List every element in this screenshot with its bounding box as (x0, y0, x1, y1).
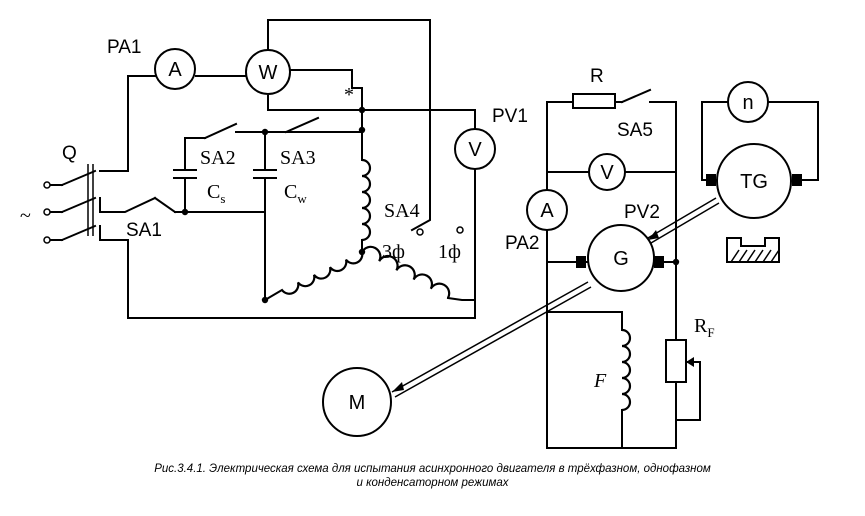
switch-q-blade-2 (60, 196, 97, 214)
sa5-blade (620, 88, 652, 104)
wattmeter-w-circle (245, 49, 291, 95)
right-rail (649, 101, 677, 449)
wattmeter-w-symbol: W (259, 62, 278, 84)
caption-line-1: Рис.3.4.1. Электрическая схема для испыт… (154, 463, 711, 475)
label-q: Q (62, 143, 77, 164)
sa2-blade (203, 122, 238, 140)
rf-wiper-arrow (686, 357, 694, 367)
field-winding (621, 328, 632, 412)
tachogenerator-tg-circle (716, 143, 792, 219)
label-f: F (593, 370, 607, 392)
sa4-contact-1f (456, 226, 464, 234)
sa4-top-wire (267, 19, 431, 232)
g-brush-left (576, 256, 586, 268)
label-pa1: PA1 (107, 37, 142, 58)
supply-terminal-1 (43, 181, 51, 189)
phase2-wire (99, 196, 157, 213)
ammeter-pa1-circle (154, 48, 196, 90)
w-current-out (289, 69, 363, 89)
coupling-hatch (770, 249, 780, 263)
shaft-g-tg-2 (650, 202, 720, 244)
tachogenerator-tg-symbol: TG (740, 171, 768, 193)
winding-b-lead (263, 288, 284, 302)
winding-a (361, 158, 372, 242)
label-pv1: PV1 (492, 106, 528, 127)
label-sa3: SA3 (280, 147, 316, 169)
label-sa4: SA4 (384, 200, 420, 222)
label-pv2: PV2 (624, 202, 660, 223)
components (43, 88, 802, 392)
voltmeter-pv1-circle (454, 128, 496, 170)
label-pa2: PA2 (505, 233, 540, 254)
label-sa2: SA2 (200, 147, 236, 169)
ammeter-pa2-symbol: A (540, 200, 554, 222)
voltmeter-pv2-circle (588, 153, 626, 191)
resistor-r (572, 93, 616, 109)
tg-brush-left (706, 174, 716, 186)
motor-m-symbol: M (349, 392, 366, 414)
speed-meter-n-circle (727, 81, 769, 123)
tg-brush-right (792, 174, 802, 186)
shaft-m-g-1 (391, 281, 589, 393)
winding-c-lead (446, 296, 476, 301)
shaft-arrow-g (648, 230, 659, 240)
ammeter-pa2-circle (526, 189, 568, 231)
supply-terminal-3 (43, 236, 51, 244)
generator-g-symbol: G (613, 248, 629, 270)
supply-symbol: ~ (20, 205, 31, 227)
shaft-arrow-m (392, 382, 404, 392)
coupling-hatch (762, 249, 772, 263)
label-rf: RF (694, 315, 715, 340)
junction-rf (672, 258, 680, 266)
winding-c (361, 245, 451, 299)
sa3-blade (284, 116, 320, 134)
voltmeter-pv1-symbol: V (468, 139, 482, 161)
label-1phase: 1ф (438, 241, 461, 263)
motor-m-circle (322, 367, 392, 437)
sa1-stub (153, 196, 177, 214)
caption-line-2: и конденсаторном режимах (356, 477, 509, 489)
label-sa1: SA1 (126, 220, 162, 241)
coupling-hatch (754, 249, 764, 263)
n-right (789, 101, 819, 181)
label-cs: Cs (207, 181, 225, 206)
label-3phase: 3ф (382, 241, 405, 263)
label-star: * (344, 84, 354, 106)
meters: A W V V A G TG nM (154, 48, 792, 437)
coupling-hatch (730, 249, 740, 263)
voltmeter-pv2-symbol: V (600, 162, 614, 184)
sa4-contact-3f (416, 228, 424, 236)
ammeter-pa1-symbol: A (168, 59, 182, 81)
coupling-hatch (746, 249, 756, 263)
junction-cs (181, 208, 189, 216)
label-cw: Cw (284, 181, 307, 206)
phase1-wire (99, 75, 157, 172)
winding-b (281, 251, 364, 295)
phase3-wire (99, 199, 476, 319)
label-sa5: SA5 (617, 120, 653, 141)
rheostat-rf (665, 339, 687, 383)
coils (281, 158, 632, 412)
speed-meter-n-symbol: n (742, 92, 753, 114)
shaft-g-tg-1 (647, 197, 717, 239)
coupling-bracket (726, 237, 780, 263)
switch-q-blade-1 (60, 169, 97, 187)
junction-star (358, 106, 366, 114)
w-voltage-coil (267, 95, 476, 129)
generator-g-circle (587, 224, 655, 292)
supply-terminal-2 (43, 208, 51, 216)
g-brush-right (654, 256, 664, 268)
switch-q-blade-3 (60, 224, 97, 242)
shaft-m-g-2 (394, 286, 592, 398)
coupling-hatch (738, 249, 748, 263)
label-r: R (590, 66, 604, 87)
field-top (546, 311, 623, 331)
